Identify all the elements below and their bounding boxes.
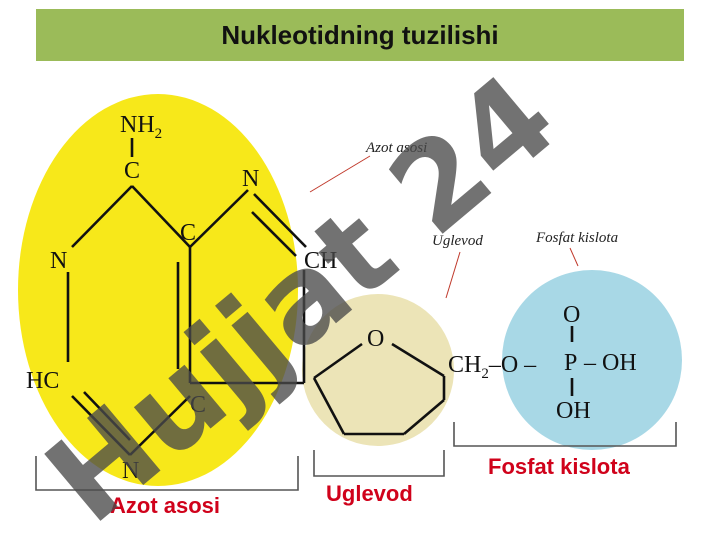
uglevod-callout-line [445,251,461,299]
title-bar: Nukleotidning tuzilishi [36,9,684,61]
atom-hc: HC [26,368,59,394]
fosfat-callout-line [569,247,579,267]
fosfat-callout: Fosfat kislota [535,230,618,246]
fosfat-kislota-label: Fosfat kislota [488,454,631,479]
nh2-label: NH2 [120,112,162,142]
azot-callout-line [309,155,371,193]
ch2-o-label: CH2–O – [448,352,537,382]
azot-asosi-circle [18,94,298,486]
azot-callout: Azot asosi [365,140,427,156]
atom-p: P [564,350,577,376]
oh-bottom-label: OH [556,398,591,424]
uglevod-callout: Uglevod [432,233,483,249]
atom-n-bottom: N [122,458,139,484]
part-brackets [35,422,677,491]
atom-o-ring: O [367,326,384,352]
page-title: Nukleotidning tuzilishi [221,19,499,50]
atom-n-right: N [242,166,259,192]
fosfat-circle [502,270,682,450]
atom-c-mid-bottom: C [190,392,206,418]
atom-c-mid-top: C [180,220,196,246]
p-oh-label: – OH [583,350,637,376]
atom-ch: CH [304,248,337,274]
uglevod-circle [302,294,454,446]
azot-asosi-label: Azot asosi [110,493,220,518]
atom-n-left: N [50,248,67,274]
atom-c-top: C [124,158,140,184]
purine-ring-bonds [66,138,307,456]
atom-o-top: O [563,302,580,328]
ribose-ring-bonds [312,342,446,436]
uglevod-label: Uglevod [326,481,413,506]
